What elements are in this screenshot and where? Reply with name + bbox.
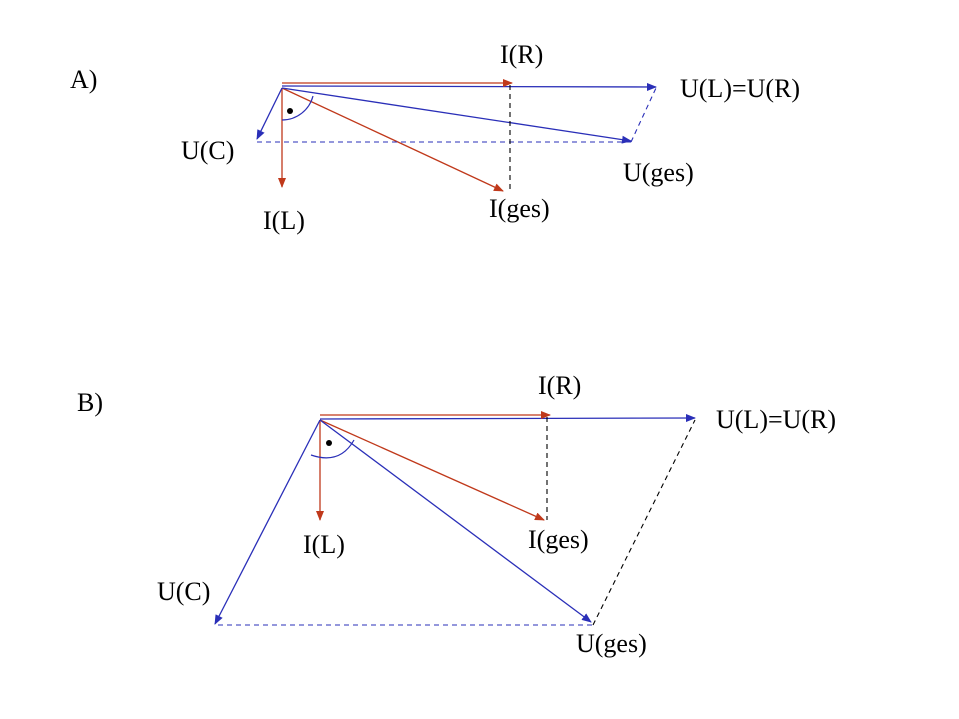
b-title: B) bbox=[77, 388, 103, 417]
a-label-i-l: I(L) bbox=[263, 206, 305, 235]
a-label-u-l-u-r: U(L)=U(R) bbox=[680, 74, 801, 103]
diagram-a bbox=[256, 79, 657, 192]
a-dashed-uges-to-ulur bbox=[630, 87, 657, 143]
b-label-i-ges: I(ges) bbox=[528, 525, 589, 554]
b-angle-arc bbox=[310, 439, 355, 459]
a-current-i-ges-arrow bbox=[281, 87, 504, 192]
a-angle-dot bbox=[287, 108, 293, 114]
a-voltage-u-ges-arrow bbox=[281, 87, 632, 144]
b-label-u-c: U(C) bbox=[157, 577, 211, 606]
b-angle-dot bbox=[326, 440, 332, 446]
a-label-u-c: U(C) bbox=[181, 136, 235, 165]
b-label-u-ges: U(ges) bbox=[576, 629, 647, 658]
a-label-u-ges: U(ges) bbox=[623, 158, 694, 187]
b-dashed-uges-to-ulur bbox=[592, 419, 696, 626]
b-label-u-l-u-r: U(L)=U(R) bbox=[716, 405, 837, 434]
b-voltage-u-c-arrow bbox=[214, 419, 321, 625]
b-voltage-u-l-u-r-arrow bbox=[319, 414, 696, 423]
a-voltage-u-c-arrow bbox=[256, 87, 283, 140]
diagram-b bbox=[214, 411, 696, 626]
b-label-i-l: I(L) bbox=[303, 530, 345, 559]
a-label-i-r: I(R) bbox=[500, 40, 544, 69]
a-title: A) bbox=[70, 65, 98, 94]
b-current-i-ges-arrow bbox=[319, 419, 545, 521]
a-angle-arc bbox=[281, 95, 314, 121]
a-label-i-ges: I(ges) bbox=[489, 194, 550, 223]
a-voltage-u-l-u-r-arrow bbox=[281, 82, 657, 91]
b-voltage-u-ges-arrow bbox=[319, 419, 592, 623]
b-label-i-r: I(R) bbox=[538, 371, 582, 400]
